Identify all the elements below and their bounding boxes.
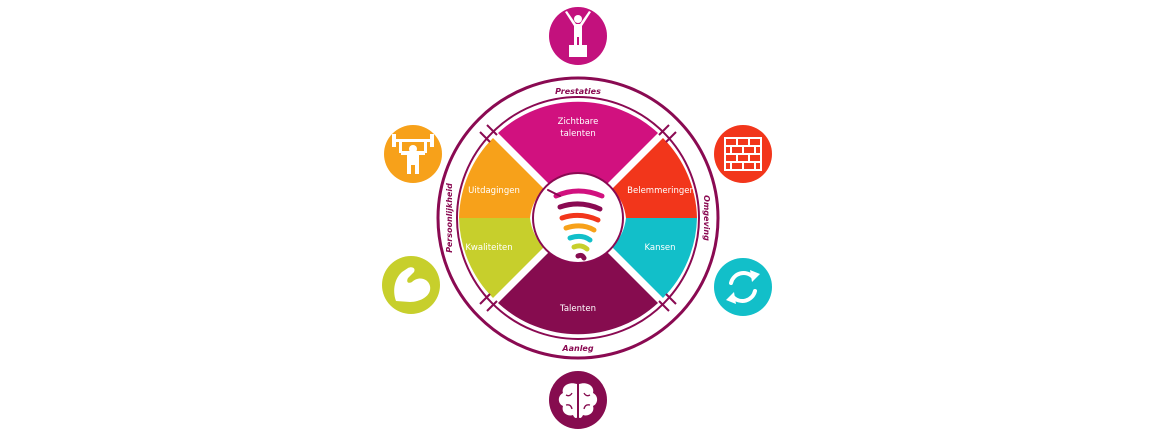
ring-label-aanleg: Aanleg: [561, 344, 593, 353]
label-kwaliteiten: Kwaliteiten: [465, 243, 512, 253]
label-kansen: Kansen: [644, 243, 675, 253]
segment-uitdagingen: [459, 138, 544, 218]
segment-kwaliteiten: [459, 218, 544, 298]
segment-zichtbare-talenten: [498, 101, 658, 184]
ring-label-prestaties: Prestaties: [555, 87, 601, 96]
brain-icon: [549, 371, 607, 429]
segment-kansen: [612, 218, 697, 298]
segment-belemmeringen: [612, 138, 697, 218]
podium-winner-icon: [549, 7, 607, 65]
label-talenten-top: talenten: [560, 129, 595, 139]
refresh-arrows-icon: [714, 258, 772, 316]
tornado-logo-icon: [547, 188, 605, 261]
center-disc: [532, 172, 624, 264]
label-talenten: Talenten: [559, 304, 596, 314]
ring-label-omgeving: Omgeving: [702, 195, 711, 241]
segment-talenten: [498, 252, 658, 335]
weightlifter-icon: [384, 125, 442, 183]
ring-label-persoonlijkheid: Persoonlijkheid: [445, 183, 454, 253]
brick-wall-icon: [714, 125, 772, 183]
label-uitdagingen: Uitdagingen: [468, 186, 520, 196]
separator-lines: [479, 124, 677, 312]
label-zichtbare: Zichtbare: [558, 117, 599, 127]
label-belemmeringen: Belemmeringen: [627, 186, 695, 196]
muscle-arm-icon: [382, 256, 440, 314]
